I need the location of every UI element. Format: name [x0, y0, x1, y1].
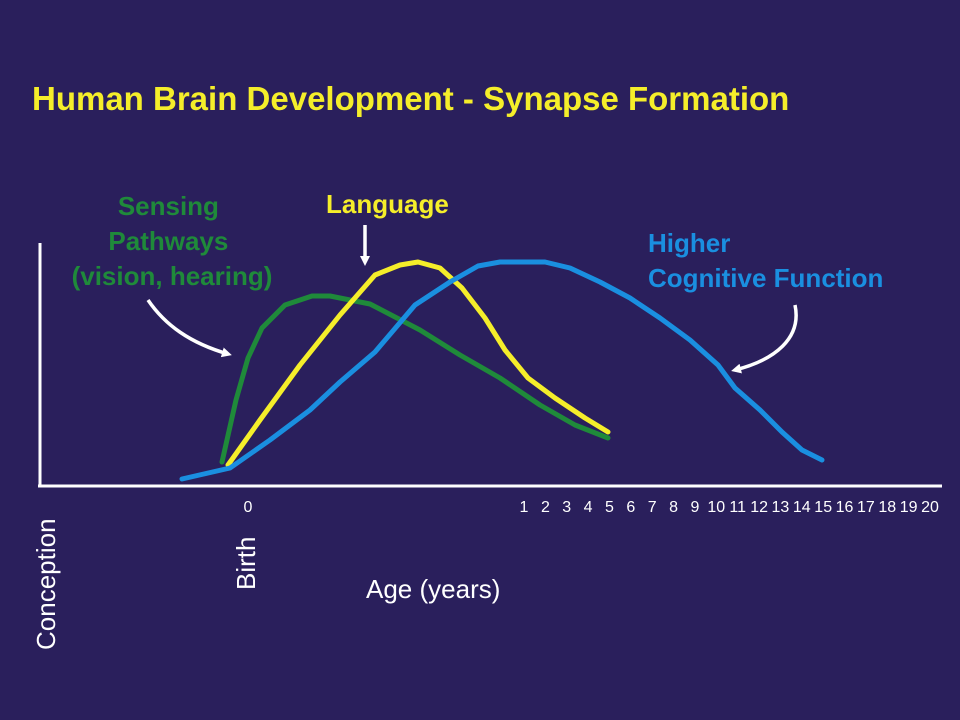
x-tick-label-1: 1 — [520, 499, 529, 516]
x-tick-label-9: 9 — [690, 499, 699, 516]
conception-label: Conception — [31, 518, 61, 650]
x-tick-label-7: 7 — [648, 499, 657, 516]
x-tick-label-18: 18 — [878, 499, 896, 516]
series-label-sensing: Sensing Pathways (vision, hearing) — [72, 191, 273, 291]
x-tick-label-11: 11 — [729, 499, 746, 516]
x-tick-label-15: 15 — [814, 499, 832, 516]
sensing-line-3: (vision, hearing) — [72, 261, 273, 291]
sensing-line-2: Pathways — [108, 226, 228, 256]
chart-title: Human Brain Development - Synapse Format… — [32, 80, 789, 117]
birth-label: Birth — [231, 537, 261, 590]
x-tick-label-2: 2 — [541, 499, 550, 516]
x-axis-label: Age (years) — [366, 574, 500, 604]
x-tick-label-4: 4 — [584, 499, 593, 516]
x-tick-label-12: 12 — [750, 499, 768, 516]
x-tick-label-14: 14 — [793, 499, 811, 516]
language-line-1: Language — [326, 189, 449, 219]
x-tick-label-17: 17 — [857, 499, 875, 516]
x-tick-label-19: 19 — [900, 499, 918, 516]
x-tick-label-8: 8 — [669, 499, 678, 516]
arrow-higher — [731, 304, 798, 374]
series-label-higher: Higher Cognitive Function — [648, 228, 883, 293]
x-tick-label-6: 6 — [626, 499, 635, 516]
higher-line-1: Higher — [648, 228, 730, 258]
x-tick-label-origin: 0 — [244, 499, 253, 516]
x-tick-label-13: 13 — [772, 499, 790, 516]
x-tick-label-16: 16 — [836, 499, 854, 516]
x-tick-label-10: 10 — [707, 499, 725, 516]
sensing-pathways-line — [219, 293, 611, 465]
x-tick-label-20: 20 — [921, 499, 939, 516]
x-tick-label-5: 5 — [605, 499, 614, 516]
higher-line-2: Cognitive Function — [648, 263, 883, 293]
arrow-sensing — [146, 299, 232, 358]
higher-cognitive-line — [179, 259, 825, 482]
series-label-language: Language — [326, 189, 449, 219]
x-tick-label-3: 3 — [562, 499, 571, 516]
sensing-line-1: Sensing — [118, 191, 219, 221]
language-line — [225, 259, 611, 468]
